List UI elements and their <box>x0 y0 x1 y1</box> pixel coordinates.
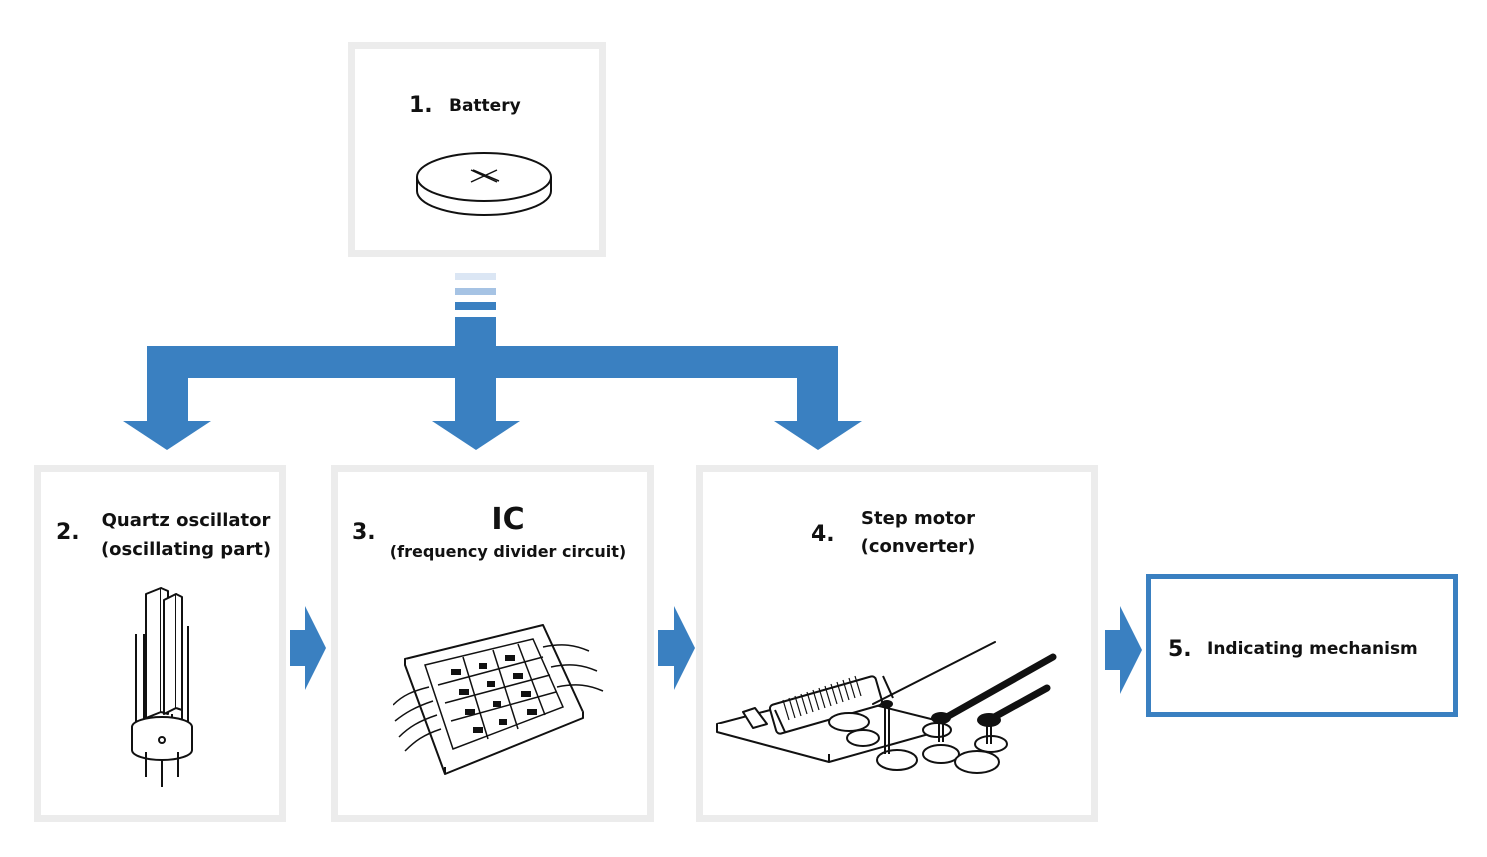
signal-chain-arrows <box>290 606 1142 694</box>
coin-cell-battery-icon <box>416 152 552 216</box>
arrow-to-quartz <box>123 421 211 450</box>
power-distribution-arrow <box>123 317 862 450</box>
motor-subtitle: (converter) <box>860 536 976 557</box>
ic-subtitle: (frequency divider circuit) <box>389 542 627 561</box>
arrow-ic-to-motor <box>658 606 695 690</box>
step-number: 1. <box>409 93 433 118</box>
quartz-crystal-icon <box>131 587 193 787</box>
integrated-circuit-icon <box>393 624 604 775</box>
arrow-to-motor <box>774 421 862 450</box>
arrow-motor-to-indicator <box>1105 606 1142 694</box>
ic-title: IC <box>491 502 525 537</box>
quartz-subtitle: (oscillating part) <box>100 539 272 560</box>
step-motor-box: 4. Step motor (converter) <box>696 465 1098 822</box>
step-number: 4. <box>811 522 835 547</box>
step-number: 5. <box>1168 637 1192 662</box>
motor-title: Step motor <box>861 508 975 529</box>
battery-output-stripes <box>455 273 496 310</box>
step-motor-gear-train-icon <box>716 641 1057 774</box>
arrow-to-ic <box>432 421 520 450</box>
ic-box: 3. IC (frequency divider circuit) <box>331 465 654 822</box>
quartz-oscillator-box: 2. Quartz oscillator (oscillating part) <box>34 465 286 822</box>
arrow-quartz-to-ic <box>290 606 326 690</box>
battery-label: Battery <box>449 96 521 116</box>
step-number: 3. <box>352 520 376 545</box>
step-number: 2. <box>56 520 80 545</box>
battery-box: 1. Battery <box>348 42 606 257</box>
indicator-title: Indicating mechanism <box>1207 639 1418 659</box>
quartz-title: Quartz oscillator <box>101 510 271 531</box>
indicating-mechanism-box: 5. Indicating mechanism <box>1146 574 1458 717</box>
